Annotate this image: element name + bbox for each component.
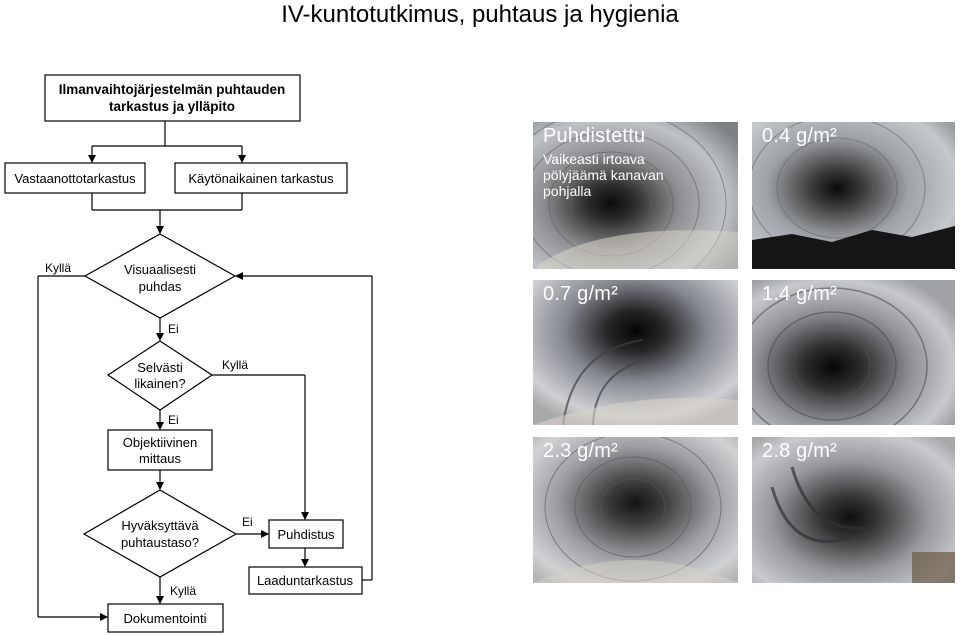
quality-check-box xyxy=(248,566,363,595)
duct-photo-0-7: 0.7 g/m² xyxy=(533,280,738,425)
top-box-line1: Ilmanvaihtojärjestelmän puhtauden xyxy=(59,82,286,97)
yes-label-2: Kyllä xyxy=(222,358,248,372)
top-box xyxy=(44,74,301,122)
acceptable-level-line2: puhtaustaso? xyxy=(121,535,199,550)
photo-caption-0-4: 0.4 g/m² xyxy=(762,125,837,147)
objective-measurement-line2: mittaus xyxy=(139,451,181,466)
photo-subtitle-cleaned: Vaikeasti irtoava pölyjäämä kanavan pohj… xyxy=(543,151,664,199)
photo-caption-2-3: 2.3 g/m² xyxy=(543,440,618,462)
cleaning-label: Puhdistus xyxy=(277,527,335,542)
no-label-2: Ei xyxy=(168,413,179,427)
photo-caption-1-4: 1.4 g/m² xyxy=(762,283,837,305)
no-label-1: Ei xyxy=(168,322,179,336)
documentation-box xyxy=(107,603,224,633)
duct-photo-2-3: 2.3 g/m² xyxy=(533,437,738,583)
visually-clean-line2: puhdas xyxy=(139,279,182,294)
operational-inspection-label: Käytönaikainen tarkastus xyxy=(188,171,334,186)
quality-check-label: Laaduntarkastus xyxy=(257,573,354,588)
no-label-3: Ei xyxy=(242,515,253,529)
receiving-inspection-label: Vastaanottotarkastus xyxy=(14,171,136,186)
duct-photo-0-4: 0.4 g/m² xyxy=(752,122,955,269)
duct-photo-2-8: 2.8 g/m² xyxy=(752,437,955,583)
clearly-dirty-line1: Selvästi xyxy=(137,360,183,375)
top-box-line2: tarkastus ja ylläpito xyxy=(109,99,235,114)
yes-label-3: Kyllä xyxy=(170,584,196,598)
yes-label-1: Kyllä xyxy=(45,261,71,275)
photo-caption-2-8: 2.8 g/m² xyxy=(762,440,837,462)
documentation-label: Dokumentointi xyxy=(123,611,206,626)
duct-photo-1-4: 1.4 g/m² xyxy=(752,280,955,425)
page-title: IV-kuntotutkimus, puhtaus ja hygienia xyxy=(281,1,679,28)
photo-caption-cleaned: Puhdistettu xyxy=(543,125,646,147)
operational-inspection-box xyxy=(174,162,348,194)
cleaning-box xyxy=(268,519,344,549)
visually-clean-line1: Visuaalisesti xyxy=(124,262,196,277)
clearly-dirty-line2: likainen? xyxy=(134,376,185,391)
objective-measurement-line1: Objektiivinen xyxy=(123,435,197,450)
acceptable-level-diamond xyxy=(82,489,238,578)
receiving-inspection-box xyxy=(4,162,146,194)
duct-photo-cleaned: Puhdistettu Vaikeasti irtoava pölyjäämä … xyxy=(533,122,738,269)
acceptable-level-line1: Hyväksyttävä xyxy=(121,518,199,533)
flowchart: Ilmanvaihtojärjestelmän puhtauden tarkas… xyxy=(4,74,373,633)
photo-caption-0-7: 0.7 g/m² xyxy=(543,283,618,305)
objective-measurement-box xyxy=(107,429,213,471)
